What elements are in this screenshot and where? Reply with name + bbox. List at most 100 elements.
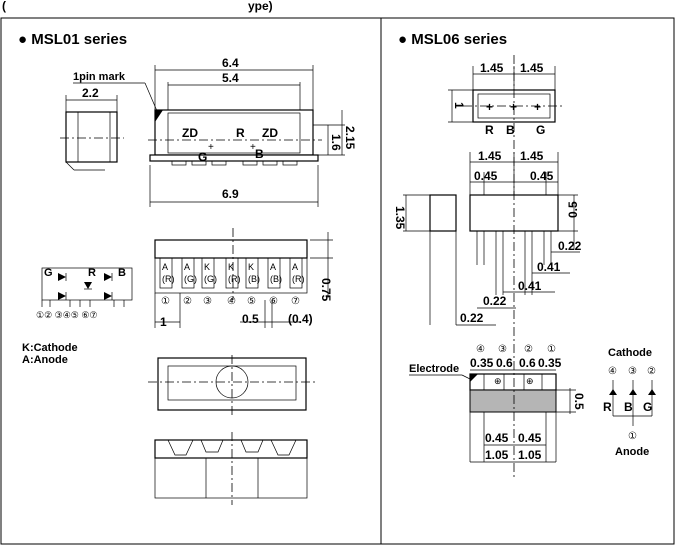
circuit-cathode-label: Cathode — [608, 347, 652, 359]
plus-2: + — [510, 100, 517, 114]
header-fragment: ( — [2, 0, 6, 13]
pad-label-2-2: (G) — [184, 274, 197, 284]
msl06-side-dim-135: 1.35 — [393, 206, 407, 230]
plus-3: + — [534, 100, 541, 114]
msl06-side-dim-145a: 1.45 — [478, 149, 502, 163]
svg-text:+: + — [250, 142, 256, 153]
msl06-side-dim-045b: 0.45 — [530, 169, 554, 183]
pad-number-1: ① — [161, 296, 170, 307]
msl06-top-view: 1.45 1.45 1 + + + R B G — [448, 61, 565, 137]
msl06-top-dim-145b: 1.45 — [520, 61, 544, 75]
pad-label-2-1: A — [184, 262, 190, 272]
bottom-dim-105a: 1.05 — [485, 448, 509, 462]
pad-3 — [201, 257, 215, 289]
header-fragment-right: ype) — [248, 0, 273, 13]
pad-label-4-1: K — [228, 262, 234, 272]
rbg-b: B — [506, 123, 515, 137]
rbg-g: G — [536, 123, 545, 137]
msl01-dim-215: 2.15 — [343, 126, 357, 150]
pad-label-7-2: (R) — [292, 274, 305, 284]
chip-label-r: R — [236, 126, 245, 140]
circuit-label-r: R — [88, 267, 96, 279]
circuit-num-2: ② — [647, 366, 656, 377]
electrode-label: Electrode — [409, 363, 459, 375]
circuit-letter-b: B — [624, 400, 633, 414]
pad-5 — [245, 257, 259, 289]
msl06-circuit: Cathode ④ ③ ② R B G ① Anode — [603, 347, 656, 458]
bottom-num-1: ① — [547, 344, 556, 355]
circuit-letter-r: R — [603, 400, 612, 414]
bottom-dim-045a: 0.45 — [485, 431, 509, 445]
msl01-title: ● MSL01 series — [18, 31, 127, 48]
msl01-pads: A(R)①A(G)②K(G)③K(R)④K(B)⑤A(B)⑥A(R)⑦ — [159, 257, 305, 307]
circuit-pin-numbers: ①② ③④⑤ ⑥⑦ — [36, 310, 97, 320]
pad-number-3: ③ — [203, 296, 212, 307]
bottom-dim-035b: 0.35 — [538, 356, 562, 370]
msl06-side-dim-022a: 0.22 — [558, 239, 582, 253]
msl01-dim-075: 0.75 — [319, 278, 333, 302]
chip-label-zd-left: ZD — [182, 126, 198, 140]
pad-1 — [159, 257, 173, 289]
msl06-side-dim-022b: 0.22 — [483, 294, 507, 308]
msl01-circuit: G R B ①② ③④⑤ ⑥⑦ — [36, 267, 133, 320]
msl01-dim-22: 2.2 — [82, 86, 99, 100]
circuit-num-4: ④ — [608, 366, 617, 377]
pad-label-1-1: A — [162, 262, 168, 272]
msl06-top-dim-145a: 1.45 — [480, 61, 504, 75]
pad-label-3-2: (G) — [204, 274, 217, 284]
pad-label-3-1: K — [204, 262, 210, 272]
pad-6 — [267, 257, 281, 289]
outer-frame — [0, 17, 675, 545]
plus-1: + — [486, 100, 493, 114]
pad-number-4: ④ — [227, 296, 236, 307]
pad-number-7: ⑦ — [291, 296, 300, 307]
svg-text:⊕: ⊕ — [494, 376, 502, 386]
pad-number-6: ⑥ — [269, 296, 278, 307]
msl06-side-dim-041a: 0.41 — [537, 260, 561, 274]
pad-number-2: ② — [183, 296, 192, 307]
bottom-num-4: ④ — [476, 344, 485, 355]
legend-cathode: K:Cathode — [22, 342, 78, 354]
pad-number-5: ⑤ — [247, 296, 256, 307]
circuit-label-g: G — [44, 267, 53, 279]
pad-2 — [181, 257, 195, 289]
msl01-dim-69: 6.9 — [222, 187, 239, 201]
bottom-dim-105b: 1.05 — [518, 448, 542, 462]
msl06-bottom-view: ④ ③ ② ① 0.35 0.6 0.6 0.35 Electrode ⊕ ⊕ … — [409, 344, 586, 463]
msl06-top-dim-1: 1 — [452, 102, 466, 109]
circuit-letter-g: G — [643, 400, 652, 414]
pad-label-4-2: (R) — [228, 274, 241, 284]
msl01-dim-54: 5.4 — [222, 71, 239, 85]
msl01-top-view: 1pin mark 6.4 5.4 ZD R ZD G B + — [73, 56, 357, 207]
chip-label-b: B — [255, 147, 264, 161]
msl06-side-dim-05: 0.5 — [566, 201, 580, 218]
msl06-side-dim-045a: 0.45 — [474, 169, 498, 183]
chip-label-zd-right: ZD — [262, 126, 278, 140]
msl06-side-dim-022c: 0.22 — [460, 311, 484, 325]
msl06-title: ● MSL06 series — [398, 31, 507, 48]
bottom-dim-035a: 0.35 — [470, 356, 494, 370]
chip-label-g: G — [198, 150, 207, 164]
pad-4 — [225, 257, 239, 289]
bottom-num-3: ③ — [498, 344, 507, 355]
msl01-front-view: 0.75 A(R)①A(G)②K(G)③K(R)④K(B)⑤A(B)⑥A(R)⑦… — [154, 228, 333, 329]
circuit-num-3: ③ — [628, 366, 637, 377]
circuit-label-b: B — [118, 267, 126, 279]
msl01-bottom-view — [148, 355, 316, 415]
msl06-side-view: 1.45 1.45 0.45 0.45 1.35 0.5 0.22 0.41 0… — [393, 149, 582, 326]
pad-label-5-1: K — [248, 262, 254, 272]
msl01-dim-04: (0.4) — [288, 312, 313, 326]
msl01-side-view: 2.2 — [60, 86, 124, 171]
msl06-side-dim-041b: 0.41 — [518, 279, 542, 293]
svg-text:+: + — [208, 142, 214, 153]
rbg-r: R — [485, 123, 494, 137]
circuit-num-1: ① — [628, 431, 637, 442]
msl01-dim-05: 0.5 — [242, 312, 259, 326]
pad-label-7-1: A — [292, 262, 298, 272]
svg-text:⊕: ⊕ — [526, 376, 534, 386]
pad-label-6-2: (B) — [270, 274, 282, 284]
circuit-anode-label: Anode — [615, 446, 649, 458]
pad-label-6-1: A — [270, 262, 276, 272]
